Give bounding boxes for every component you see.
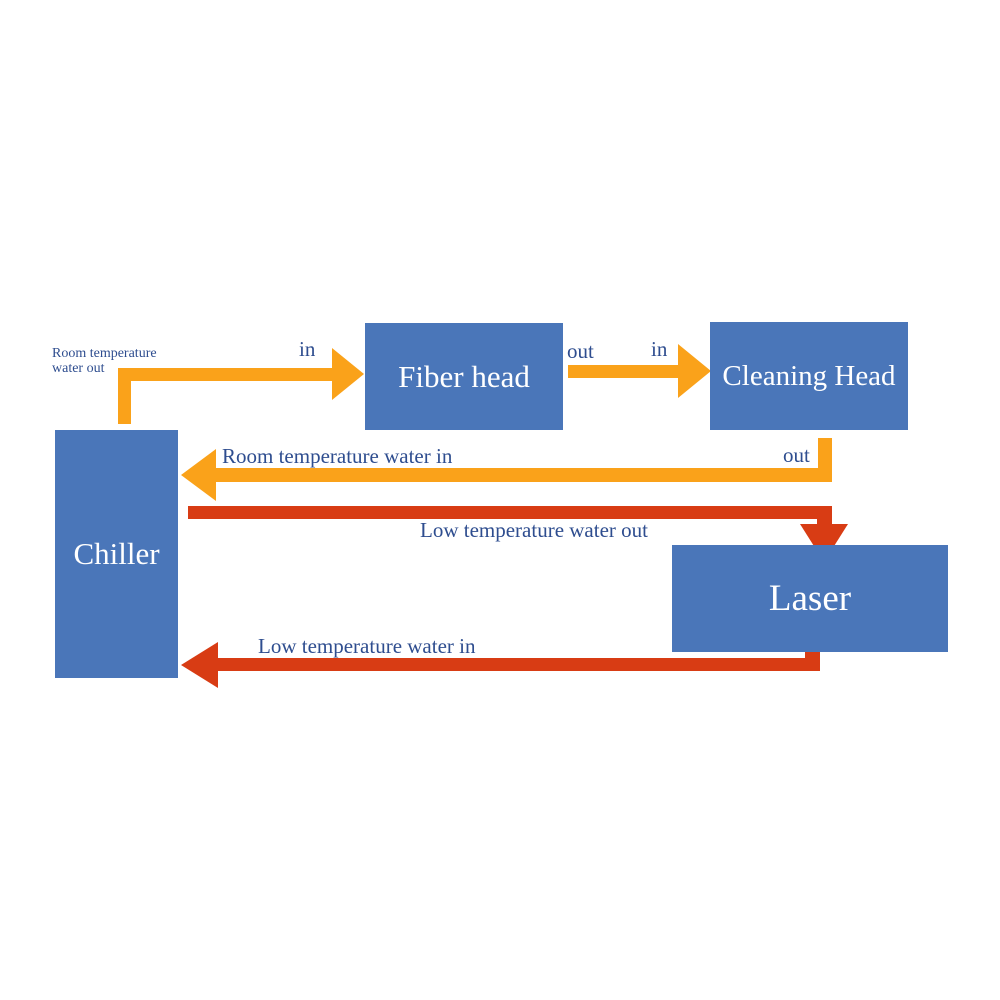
room-temp-water-out-line2: water out <box>52 361 105 376</box>
chiller-label: Chiller <box>73 536 160 571</box>
laser-label: Laser <box>768 578 852 619</box>
cleaning-head-box: Cleaning Head <box>710 322 908 430</box>
cleaning-head-label: Cleaning Head <box>722 359 896 392</box>
cleaning-head-out-port-label: out <box>783 443 810 467</box>
low-temp-water-out-label: Low temperature water out <box>420 518 648 542</box>
warm-return-pipe-horizontal <box>216 468 832 482</box>
cold-return-pipe-horizontal <box>218 658 820 671</box>
cold-return-arrowhead-icon <box>181 642 218 688</box>
warm-link-pipe-fiber-to-cleaning <box>568 365 678 378</box>
cleaning-head-in-port-label: in <box>651 337 668 361</box>
fiber-head-label: Fiber head <box>398 358 530 394</box>
warm-supply-arrowhead-icon <box>332 348 364 400</box>
room-temp-water-in-label: Room temperature water in <box>222 444 453 468</box>
chiller-box: Chiller <box>55 430 178 678</box>
cold-supply-pipe-vertical <box>817 506 832 524</box>
fiber-head-out-port-label: out <box>567 339 594 363</box>
warm-supply-pipe-horizontal <box>118 368 332 381</box>
fiber-head-box: Fiber head <box>365 323 563 430</box>
low-temp-water-in-label: Low temperature water in <box>258 634 476 658</box>
cold-supply-pipe-horizontal <box>188 506 832 519</box>
warm-supply-pipe-vertical <box>118 368 131 424</box>
room-temp-water-out-label: Room temperature water out <box>52 346 157 376</box>
room-temp-water-out-line1: Room temperature <box>52 346 157 361</box>
laser-box: Laser <box>672 545 948 652</box>
warm-return-arrowhead-icon <box>181 449 216 501</box>
fiber-head-in-port-label: in <box>299 337 316 361</box>
warm-link-arrowhead-icon <box>678 344 711 398</box>
